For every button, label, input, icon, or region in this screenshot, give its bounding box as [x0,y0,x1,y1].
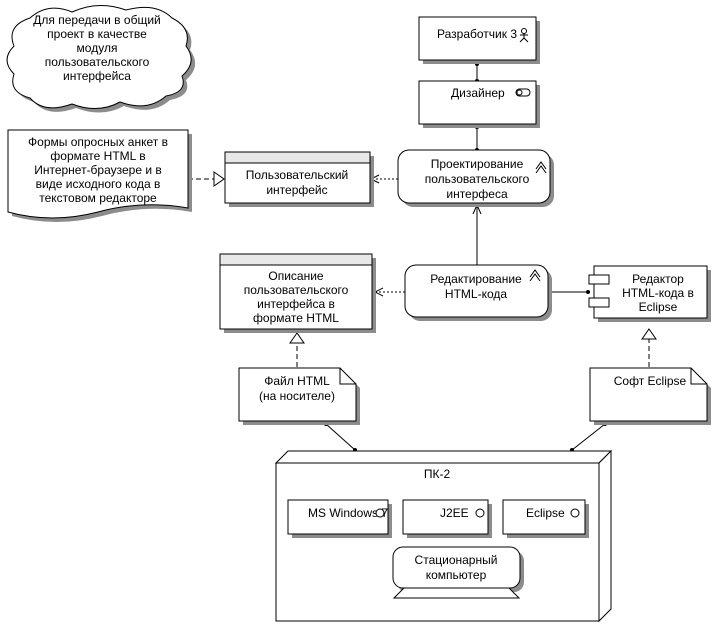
editor-line: HTML-кода в [622,286,694,300]
file-line: (на носителе) [259,389,335,403]
actor-label: Разработчик 3 [437,27,517,41]
connectors [188,62,657,452]
component-tab [588,297,610,308]
ui-line: интерфейс [266,183,327,197]
process-icon [535,165,547,174]
cloud-line: модуля [77,41,118,55]
node-pk2: ПК-2 MS Windows 7 J2EE Eclipse Стационар… [274,449,613,623]
process-icon [529,273,541,282]
designer-box: Дизайнер [418,80,540,128]
process-line: интерфеса [446,187,508,201]
edit-process: Редактирование HTML-кода [404,264,552,321]
soft-label: Софт Eclipse [614,374,687,388]
arrowhead-triangle [641,328,657,340]
sys-label: MS Windows 7 [308,506,388,520]
device-computer: Стационарный компьютер [392,546,524,599]
link-dot [586,290,590,294]
designer-label: Дизайнер [451,86,505,100]
system-icon [375,508,385,518]
sys-j2ee: J2EE [402,499,492,538]
note-line: текстовом редакторе [39,191,157,205]
html-file-artifact: Файл HTML (на носителе) [238,367,360,425]
desc-line: Описание [268,269,324,283]
process-icon [529,269,541,278]
cloud-line: проект в качестве [47,27,147,41]
role-icon-circle [516,89,523,96]
eclipse-soft-artifact: Софт Eclipse [589,367,711,425]
note-line: виде исходного кода в [36,177,161,191]
node-top-face [274,450,613,464]
system-icon [475,508,485,518]
process-line: HTML-кода [445,287,507,301]
sys-label: Eclipse [526,506,565,520]
desc-line: интерфейса в [257,297,335,311]
arrowhead-triangle [289,332,305,344]
design-process: Проектирование пользовательского интерфе… [397,149,554,207]
actor-box: Разработчик 3 [418,16,540,64]
component-tab [588,274,610,285]
note-line: Формы опросных анкет в [28,135,168,149]
device-line: Стационарный [415,553,498,567]
link-soft-node [571,423,606,451]
editor-component: Редактор HTML-кода в Eclipse [588,265,711,322]
cloud-line: интерфейса [63,69,131,83]
actor-icon [519,28,529,43]
ui-desc-object: Описание пользовательского интерфейса в … [219,253,376,333]
ui-object: Пользовательский интерфейс [224,151,374,207]
sys-label: J2EE [440,506,469,520]
system-icon [570,508,580,518]
process-line: Редактирование [430,272,522,286]
sys-eclipse: Eclipse [502,499,589,538]
note-line: Интернет-браузере и в [34,163,162,177]
forms-note: Формы опросных анкет в формате HTML в Ин… [7,129,192,222]
arrowhead-triangle [213,171,225,187]
cloud-line: пользовательского [45,55,150,69]
cloud-line: Для передачи в общий [33,13,160,27]
process-icon [535,161,547,170]
ui-line: Пользовательский [246,168,349,182]
goal-cloud: Для передачи в общий проект в качестве м… [6,5,196,113]
file-line: Файл HTML [264,374,330,388]
note-line: формате HTML в [50,149,145,163]
node-side-face [598,449,612,623]
process-line: пользовательского [425,172,530,186]
sys-windows: MS Windows 7 [287,499,392,538]
device-stand [392,587,521,599]
desc-line: пользовательского [244,283,349,297]
link-file-node [325,423,356,451]
editor-line: Eclipse [639,300,678,314]
desc-line: формате HTML [253,311,339,325]
node-title: ПК-2 [424,467,451,481]
editor-line: Редактор [632,272,684,286]
device-line: компьютер [426,568,487,582]
process-line: Проектирование [431,157,524,171]
